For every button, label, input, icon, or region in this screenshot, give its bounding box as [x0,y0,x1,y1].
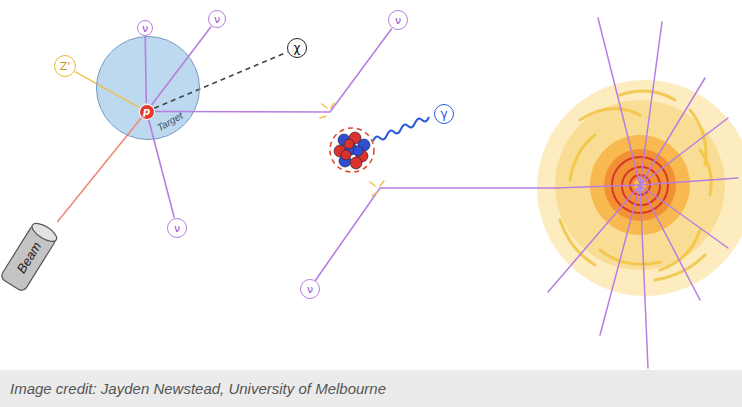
particle-symbol: ν [395,15,401,26]
neutrino-circle: ν [137,20,153,36]
dark-matter-circle: χ [287,38,307,58]
photon-circle: γ [434,104,454,124]
particle-symbol: χ [294,42,301,54]
particle-symbol: ν [214,14,220,25]
image-caption: Image credit: Jayden Newstead, Universit… [0,381,386,396]
target-label: Target [123,92,216,152]
particle-symbol: γ [440,108,447,120]
particle-symbol: ν [142,23,148,34]
beam-source: Beam [0,222,58,292]
neutrino-circle: ν [388,10,408,30]
particle-track [154,52,287,108]
target-circle: Targetp [96,36,200,140]
particle-symbol: ν [307,284,313,295]
sun [537,18,742,368]
particle-track [149,120,175,218]
caption-bar: Image credit: Jayden Newstead, Universit… [0,370,742,407]
particle-track [75,72,139,108]
mediator-circle: Z' [54,55,76,77]
particle-symbol: Z' [60,61,71,72]
solar-neutrino-track [315,185,640,281]
particle-track [145,37,146,104]
photon-wave [373,117,429,141]
particle-track [57,118,141,222]
nucleus [330,128,374,172]
particle-symbol: ν [174,223,180,234]
target-fill [97,37,199,139]
particle-track [155,28,392,112]
proton-dot: p [139,104,155,120]
particle-track [152,27,212,105]
particle-symbol: p [143,107,150,117]
neutrino-circle: ν [208,10,226,28]
neutrino-circle: ν [300,279,320,299]
scatter-sparks [320,103,384,196]
neutrino-circle: ν [167,218,187,238]
